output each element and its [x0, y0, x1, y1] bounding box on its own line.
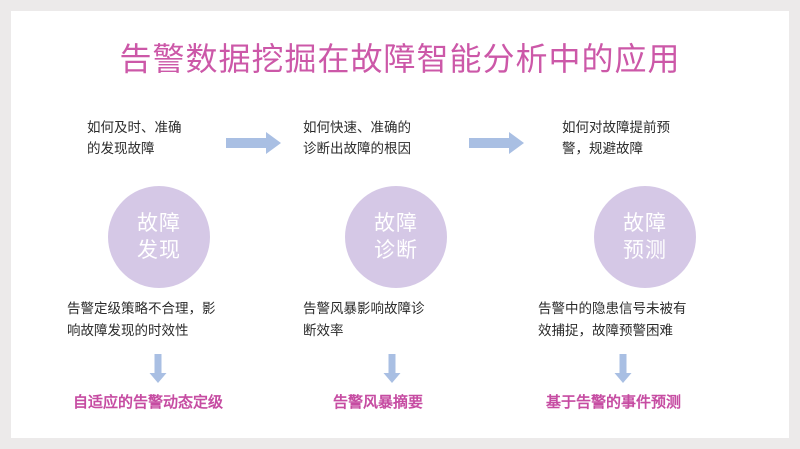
stage-circle-fault-prediction[interactable]: 故障 预测 [594, 186, 696, 288]
stage-circle-line-1: 故障 [374, 211, 418, 235]
stage-circle-line-1: 故障 [137, 211, 181, 235]
stage-circle-line-1: 故障 [623, 211, 667, 235]
solution-label: 告警风暴摘要 [333, 393, 424, 411]
stage-circle-fault-discovery[interactable]: 故障 发现 [108, 186, 210, 288]
down-arrow-icon [614, 354, 632, 384]
stage-circle-fault-diagnosis[interactable]: 故障 诊断 [345, 186, 447, 288]
page-title: 告警数据挖掘在故障智能分析中的应用 [119, 40, 681, 78]
question-text: 如何及时、准确的发现故障 [87, 120, 182, 157]
down-arrow-icon [383, 354, 401, 384]
down-arrow-icon [149, 354, 167, 384]
stage-circle-line-2: 发现 [137, 238, 181, 262]
stage-circle-line-2: 预测 [623, 238, 667, 262]
question-text: 如何对故障提前预警，规避故障 [562, 120, 670, 157]
solution-label: 基于告警的事件预测 [546, 393, 682, 411]
stage-circle-line-2: 诊断 [374, 238, 418, 262]
solution-label: 自适应的告警动态定级 [73, 393, 224, 411]
right-arrow-icon [469, 131, 525, 155]
problem-text: 告警风暴影响故障诊断效率 [303, 301, 425, 339]
stage-column-fault-diagnosis: 如何快速、准确的诊断出故障的根因 故障 诊断 告警风暴影响故障诊断效率 告警风暴… [273, 106, 513, 426]
stage-column-fault-prediction: 如何对故障提前预警，规避故障 故障 预测 告警中的隐患信号未被有效捕捉，故障预警… [516, 106, 756, 426]
question-text: 如何快速、准确的诊断出故障的根因 [303, 120, 411, 157]
slide-canvas: 告警数据挖掘在故障智能分析中的应用 如何及时、准确的发现故障 故障 发现 告警定… [11, 11, 789, 438]
right-arrow-icon [226, 131, 282, 155]
problem-text: 告警中的隐患信号未被有效捕捉，故障预警困难 [538, 301, 687, 339]
problem-text: 告警定级策略不合理，影响故障发现的时效性 [67, 301, 216, 339]
stage-column-fault-discovery: 如何及时、准确的发现故障 故障 发现 告警定级策略不合理，影响故障发现的时效性 … [31, 106, 271, 426]
